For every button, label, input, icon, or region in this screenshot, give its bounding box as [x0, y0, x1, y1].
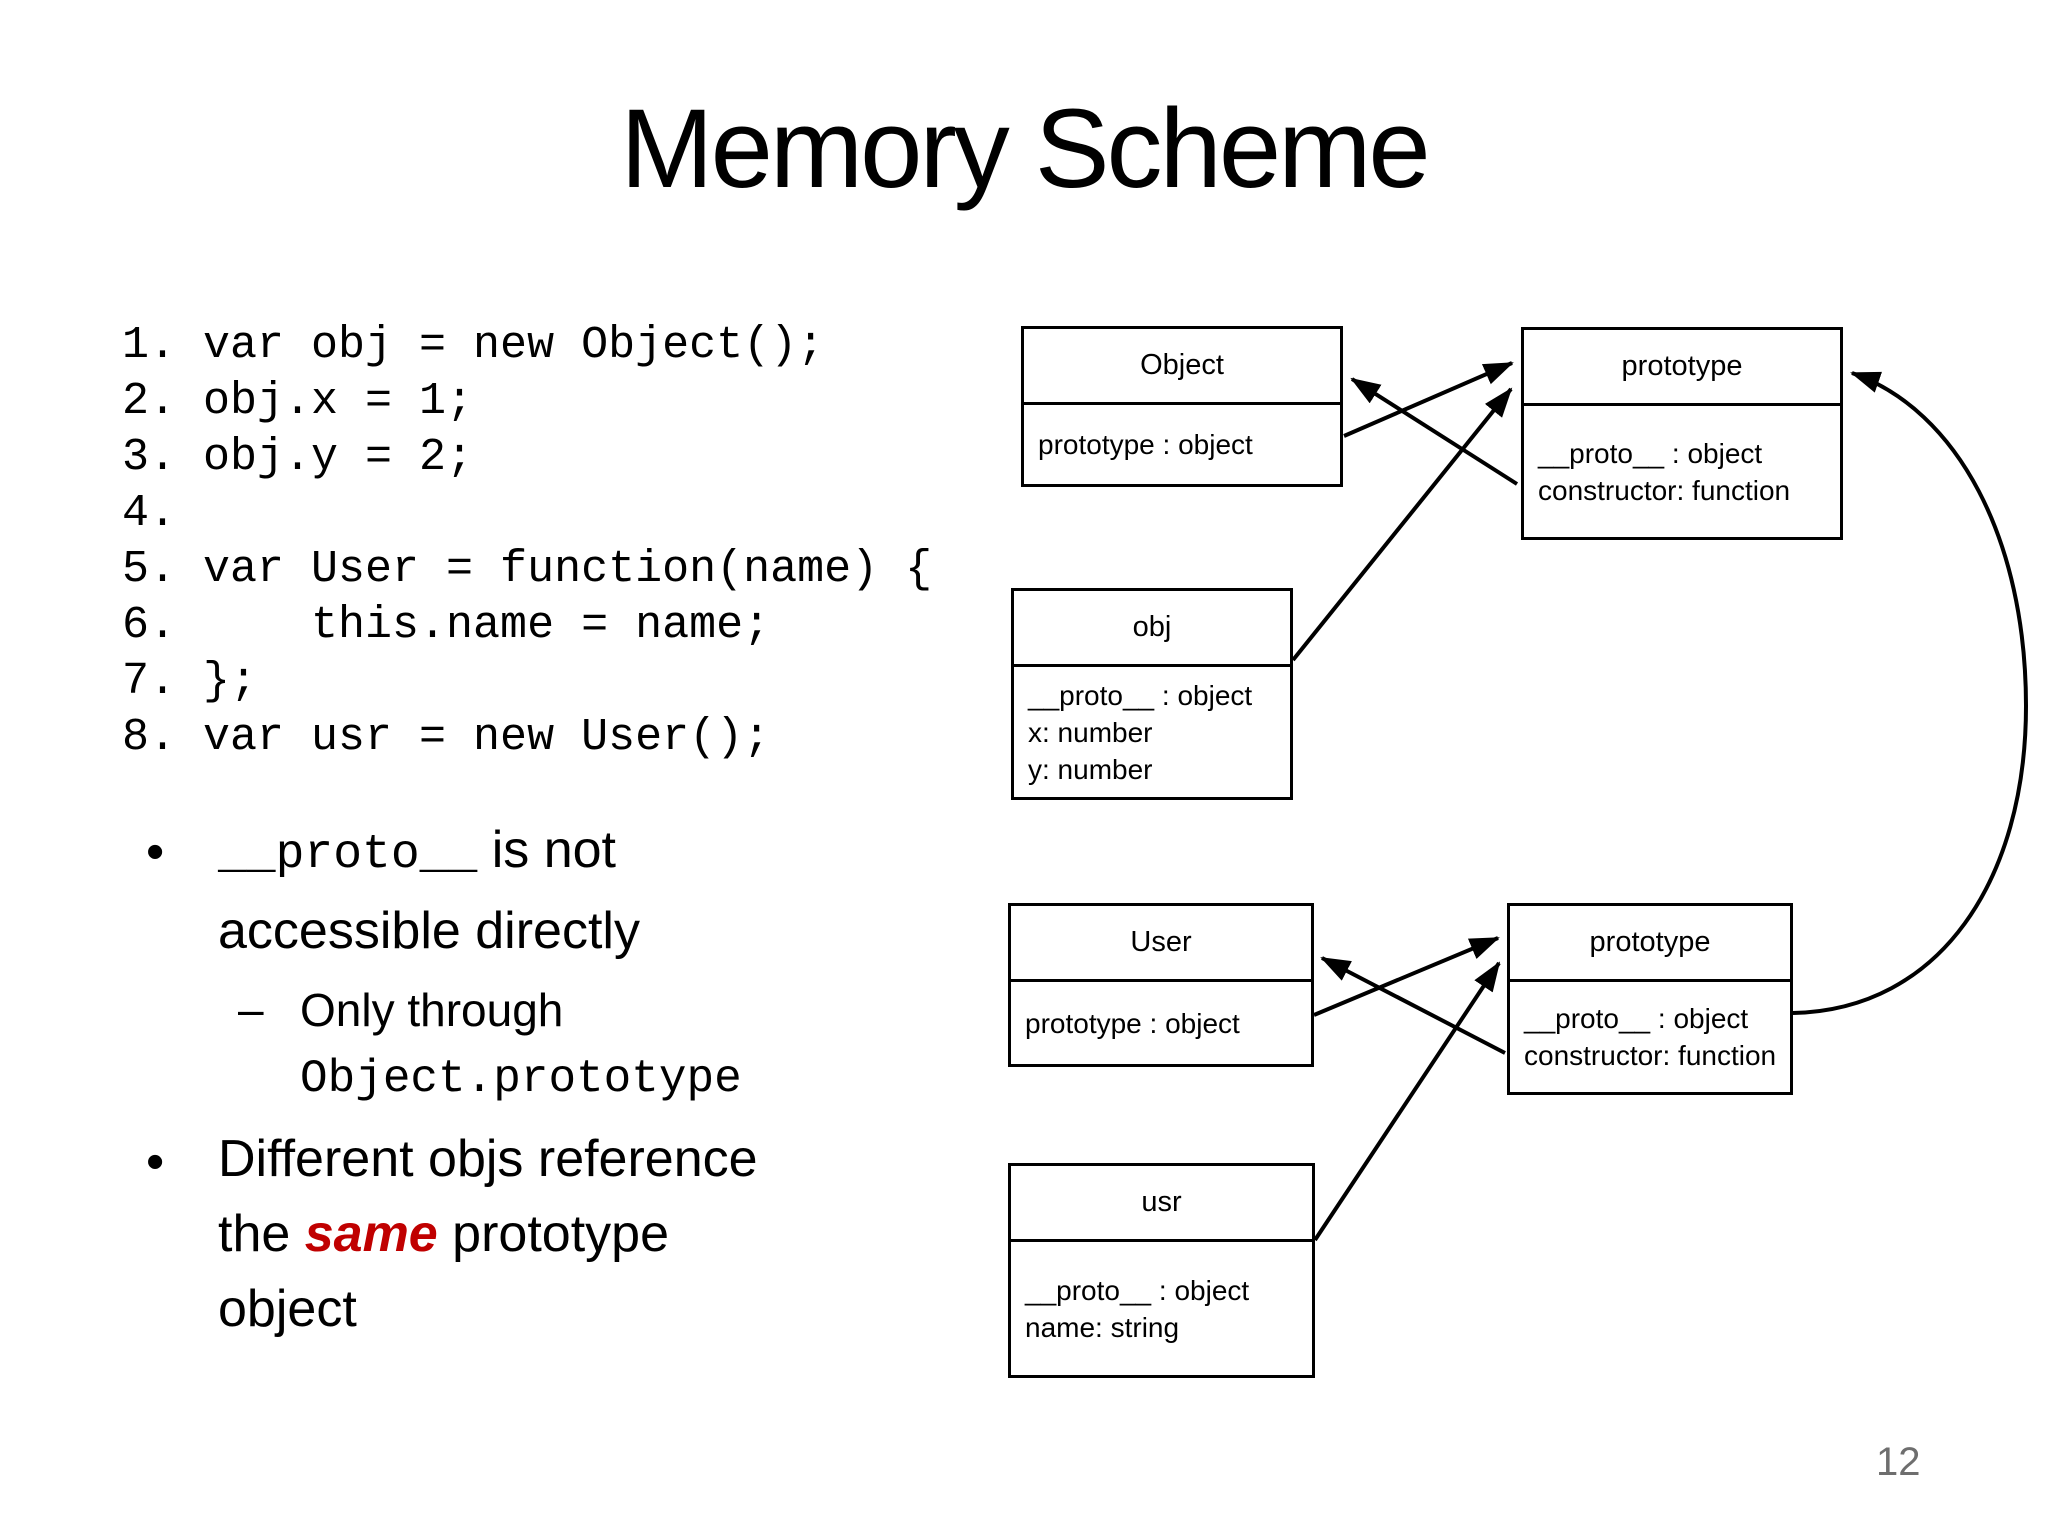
emphasis-same: same	[304, 1205, 438, 1263]
diagram-box-prototype-top: prototype __proto__ : object constructor…	[1521, 327, 1843, 540]
box-field: constructor: function	[1524, 1040, 1777, 1071]
bullet-marker: •	[146, 1133, 165, 1191]
box-field: __proto__ : object	[1025, 1274, 1250, 1306]
inline-code-object-prototype: Object.prototype	[300, 1053, 742, 1105]
code-line: 8. var usr = new User();	[122, 712, 771, 763]
code-line: 7. };	[122, 656, 258, 707]
box-title: usr	[1011, 1166, 1312, 1242]
arrow-User-prototype-to-prototype	[1313, 936, 1500, 1017]
code-line: 4.	[122, 488, 177, 539]
sub-bullet-marker: –	[238, 983, 264, 1035]
code-line: 6. this.name = name;	[122, 600, 771, 651]
bullet-proto-not-accessible: __proto__ is not accessible directly	[218, 812, 778, 969]
box-field: name: string	[1025, 1311, 1180, 1343]
box-field: __proto__ : object	[1028, 679, 1253, 711]
diagram-box-prototype-bottom: prototype __proto__ : object constructor…	[1507, 903, 1793, 1095]
diagram-box-Object: Object prototype : object	[1021, 326, 1343, 487]
box-title: prototype	[1510, 906, 1790, 982]
box-title: Object	[1024, 329, 1340, 405]
box-field: __proto__ : object	[1538, 437, 1763, 469]
code-block: 1. var obj = new Object(); 2. obj.x = 1;…	[122, 318, 932, 766]
box-field: prototype : object	[1038, 429, 1253, 460]
code-line: 1. var obj = new Object();	[122, 320, 825, 371]
bullet-text: Different objs reference the	[218, 1130, 758, 1263]
page-number: 12	[1876, 1440, 1921, 1484]
arrow-prototype-constructor-to-User	[1320, 956, 1506, 1055]
box-title: User	[1011, 906, 1311, 982]
inline-code-proto: __proto__	[218, 828, 478, 882]
sub-bullet-only-through: Only through Object.prototype	[300, 978, 800, 1112]
slide-title: Memory Scheme	[620, 86, 1430, 211]
diagram-box-User: User prototype : object	[1008, 903, 1314, 1067]
code-line: 2. obj.x = 1;	[122, 376, 474, 427]
arrow-prototype-constructor-to-Object	[1350, 377, 1519, 486]
code-line: 5. var User = function(name) {	[122, 544, 933, 595]
bullet-text: is not accessible directly	[218, 821, 640, 960]
box-field: __proto__ : object	[1524, 1003, 1749, 1034]
box-field: constructor: function	[1538, 474, 1791, 506]
box-field: x: number	[1028, 716, 1153, 748]
box-field: y: number	[1028, 753, 1153, 785]
diagram-box-usr: usr __proto__ : object name: string	[1008, 1163, 1315, 1378]
box-field: prototype : object	[1025, 1007, 1240, 1039]
box-title: obj	[1014, 591, 1290, 667]
bullet-text: prototype object	[218, 1205, 669, 1338]
box-title: prototype	[1524, 330, 1840, 406]
arrow-Object-prototype-to-prototype	[1343, 361, 1514, 438]
bullet-marker: •	[146, 823, 165, 881]
diagram-box-obj: obj __proto__ : object x: number y: numb…	[1011, 588, 1293, 800]
bullet-same-prototype: Different objs reference the same protot…	[218, 1122, 818, 1347]
arrow-usr-proto-to-prototype	[1313, 961, 1501, 1242]
sub-bullet-text: Only through	[300, 984, 564, 1036]
code-line: 3. obj.y = 2;	[122, 432, 474, 483]
